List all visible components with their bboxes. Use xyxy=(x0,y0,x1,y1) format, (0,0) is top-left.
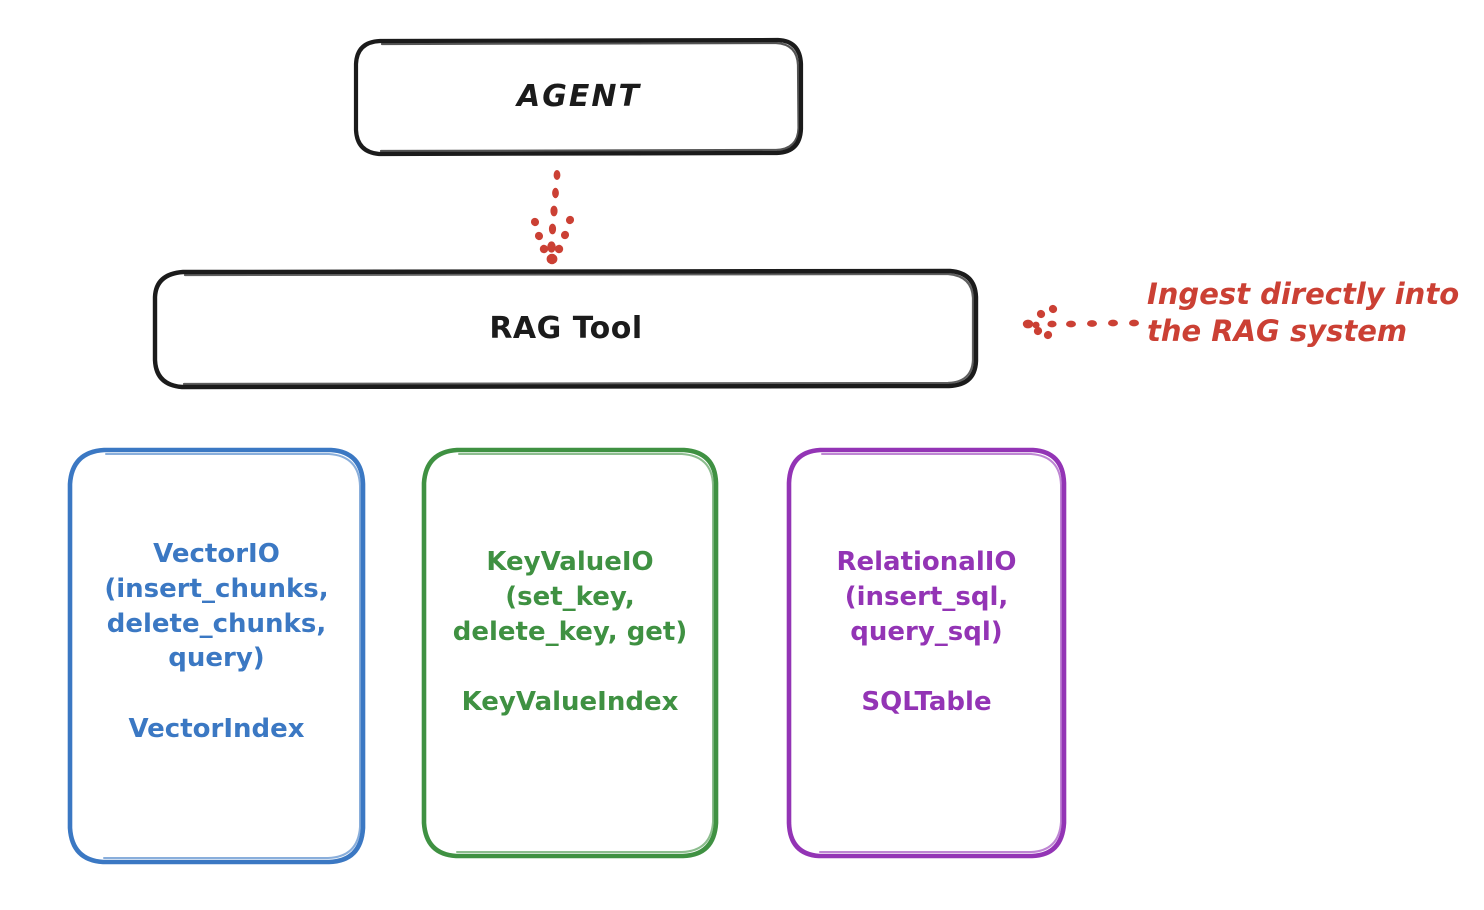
key-value-index-label: KeyValueIndex xyxy=(461,687,679,718)
agent-box-shape xyxy=(353,37,804,157)
vector-io-box[interactable]: VectorIO (insert_chunks, delete_chunks, … xyxy=(70,449,363,863)
relational-io-box-shape xyxy=(786,447,1067,859)
vector-io-label: VectorIO (insert_chunks, delete_chunks, … xyxy=(104,539,329,674)
vector-index-label: VectorIndex xyxy=(128,714,305,745)
relational-io-box[interactable]: RelationalIO (insert_sql, query_sql) SQL… xyxy=(789,449,1064,857)
agent-box[interactable]: AGENT xyxy=(356,40,802,154)
ingest-to-rag-tool-connector xyxy=(1022,304,1139,340)
rag-tool-box-shape xyxy=(152,268,979,390)
key-value-io-content: KeyValueIO (set_key, delete_key, get) Ke… xyxy=(424,545,716,717)
key-value-io-box-shape xyxy=(421,447,719,859)
key-value-io-label: KeyValueIO (set_key, delete_key, get) xyxy=(452,547,688,647)
agent-to-rag-tool-connector xyxy=(530,170,575,265)
rag-tool-box[interactable]: RAG Tool xyxy=(155,271,977,387)
key-value-io-box[interactable]: KeyValueIO (set_key, delete_key, get) Ke… xyxy=(424,449,716,857)
ingest-annotation-text: Ingest directly into the RAG system xyxy=(1147,277,1460,349)
relational-io-label: RelationalIO (insert_sql, query_sql) xyxy=(836,547,1017,647)
agent-label: AGENT xyxy=(517,78,641,114)
relational-io-content: RelationalIO (insert_sql, query_sql) SQL… xyxy=(789,545,1064,717)
sql-table-label: SQLTable xyxy=(861,687,992,718)
vector-io-box-shape xyxy=(67,447,366,865)
rag-tool-label: RAG Tool xyxy=(489,310,643,346)
vector-io-content: VectorIO (insert_chunks, delete_chunks, … xyxy=(70,537,363,744)
